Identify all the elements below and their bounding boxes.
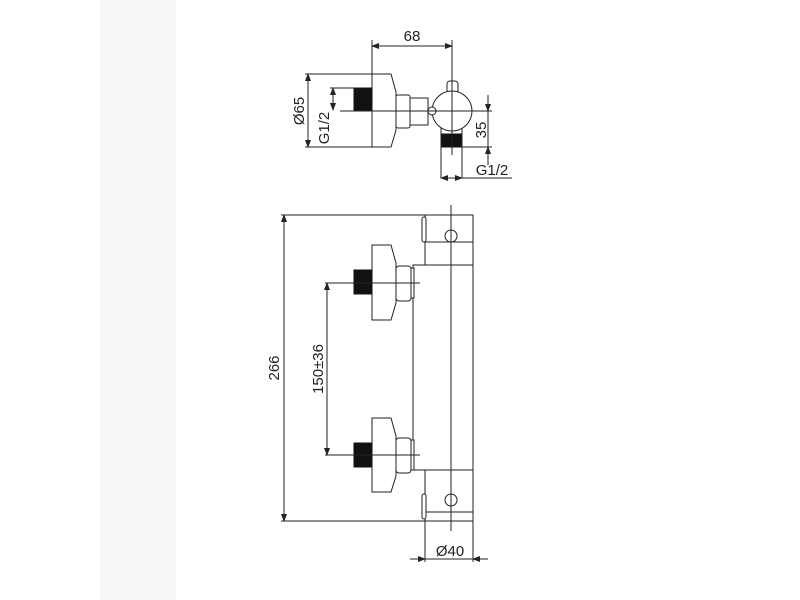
top-view: 68 Ø65 G1/2 [291,28,512,181]
dim-inlet-thread-label: G1/2 [316,112,333,145]
dim-diameter-65-label: Ø65 [291,97,308,125]
thermostat-bar [412,264,474,471]
inlet-thread [353,87,373,111]
dim-150-label: 150±36 [310,344,327,394]
left-margin-strip [100,0,176,600]
dim-68-label: 68 [404,28,421,45]
front-view: 266 [266,205,488,562]
dim-outlet-thread-label: G1/2 [476,162,509,179]
dim-35-label: 35 [473,122,490,139]
dim-diameter-40-label: Ø40 [436,543,464,560]
upper-inlet-thread [353,269,373,295]
dim-266-label: 266 [266,355,283,380]
